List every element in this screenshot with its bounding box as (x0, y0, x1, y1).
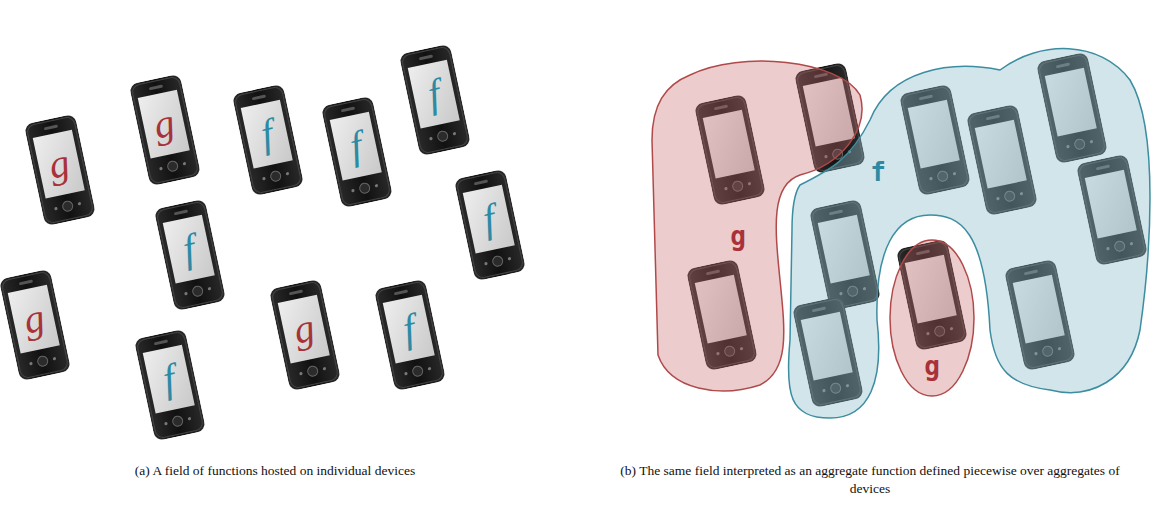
phone-screen: g (287, 305, 320, 353)
phone-screen: f (476, 196, 501, 242)
aggregate-region: g (886, 236, 978, 400)
function-letter: g (290, 307, 318, 350)
phone-screen: f (396, 306, 421, 352)
phone-screen: f (156, 356, 181, 402)
function-letter: g (45, 142, 73, 185)
aggregate-region: f (780, 35, 1156, 427)
function-letter: f (179, 228, 198, 269)
smartphone-device (374, 279, 446, 392)
smartphone-device (321, 96, 393, 209)
function-letter: f (399, 308, 418, 349)
smartphone-device (399, 44, 471, 157)
phone-screen: f (343, 123, 368, 169)
smartphone-device (0, 269, 71, 382)
phone-screen: f (254, 111, 279, 157)
region-function-label: f (870, 159, 886, 185)
phone-screen: g (17, 295, 50, 343)
function-letter: f (257, 113, 276, 154)
smartphone-device (454, 169, 526, 282)
smartphone-device (134, 329, 206, 442)
smartphone-device (269, 279, 341, 392)
panel-caption: (b) The same field interpreted as an agg… (600, 462, 1140, 497)
region-function-label: g (730, 223, 746, 249)
smartphone-device (154, 199, 226, 312)
smartphone-device (24, 114, 96, 227)
region-function-label: g (924, 353, 940, 379)
function-letter: f (159, 358, 178, 399)
region-shape (788, 49, 1150, 418)
panel-caption: (a) A field of functions hosted on indiv… (40, 462, 510, 480)
function-letter: g (150, 102, 178, 145)
phone-screen: f (421, 71, 446, 117)
region-shape (890, 240, 974, 396)
smartphone-device (232, 84, 304, 197)
region-outline (780, 35, 1156, 427)
phone-screen: g (147, 100, 180, 148)
phone-screen: f (176, 226, 201, 272)
function-letter: f (346, 125, 365, 166)
function-letter: f (424, 73, 443, 114)
function-letter: g (20, 297, 48, 340)
phone-screen: g (42, 140, 75, 188)
smartphone-device (129, 74, 201, 187)
function-letter: f (479, 198, 498, 239)
